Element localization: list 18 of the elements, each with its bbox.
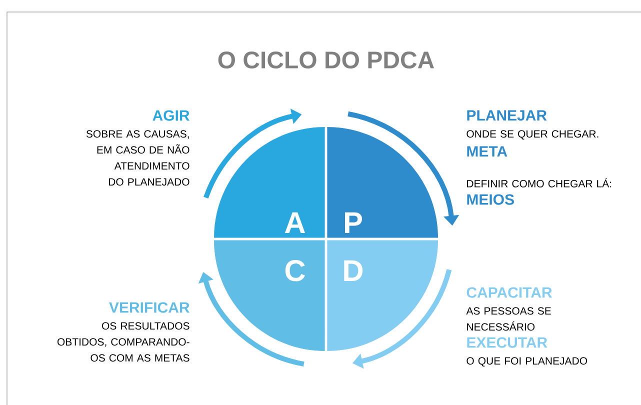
heading: PLANEJAR <box>467 110 547 121</box>
quadrant: A <box>214 127 325 238</box>
description: SOBRE AS CAUSAS, EM CASO DE NÃO ATENDIMENTO DO PLANEJADO <box>86 130 190 186</box>
heading: MEIOS <box>467 194 514 205</box>
heading: CAPACITAR <box>466 287 552 298</box>
description: ONDE SE QUER CHEGAR. <box>466 130 598 140</box>
quadrant: P <box>327 127 438 238</box>
quadrant: D <box>327 240 438 351</box>
title: O CICLO DO PDCA <box>218 52 434 68</box>
heading: META <box>467 146 508 157</box>
description: OS RESULTADOS OBTIDOS, COMPARANDO-OS COM AS METAS <box>58 322 190 362</box>
quadrant: C <box>214 240 325 351</box>
heading: VERIFICAR <box>109 302 190 313</box>
description: AS PESSOAS SE NECESSÁRIO <box>466 307 551 331</box>
heading: AGIR <box>152 110 190 121</box>
heading: EXECUTAR <box>467 337 548 348</box>
description: O QUE FOI PLANEJADO <box>466 357 588 366</box>
description: DEFINIR COMO CHEGAR LÁ: <box>467 178 612 188</box>
